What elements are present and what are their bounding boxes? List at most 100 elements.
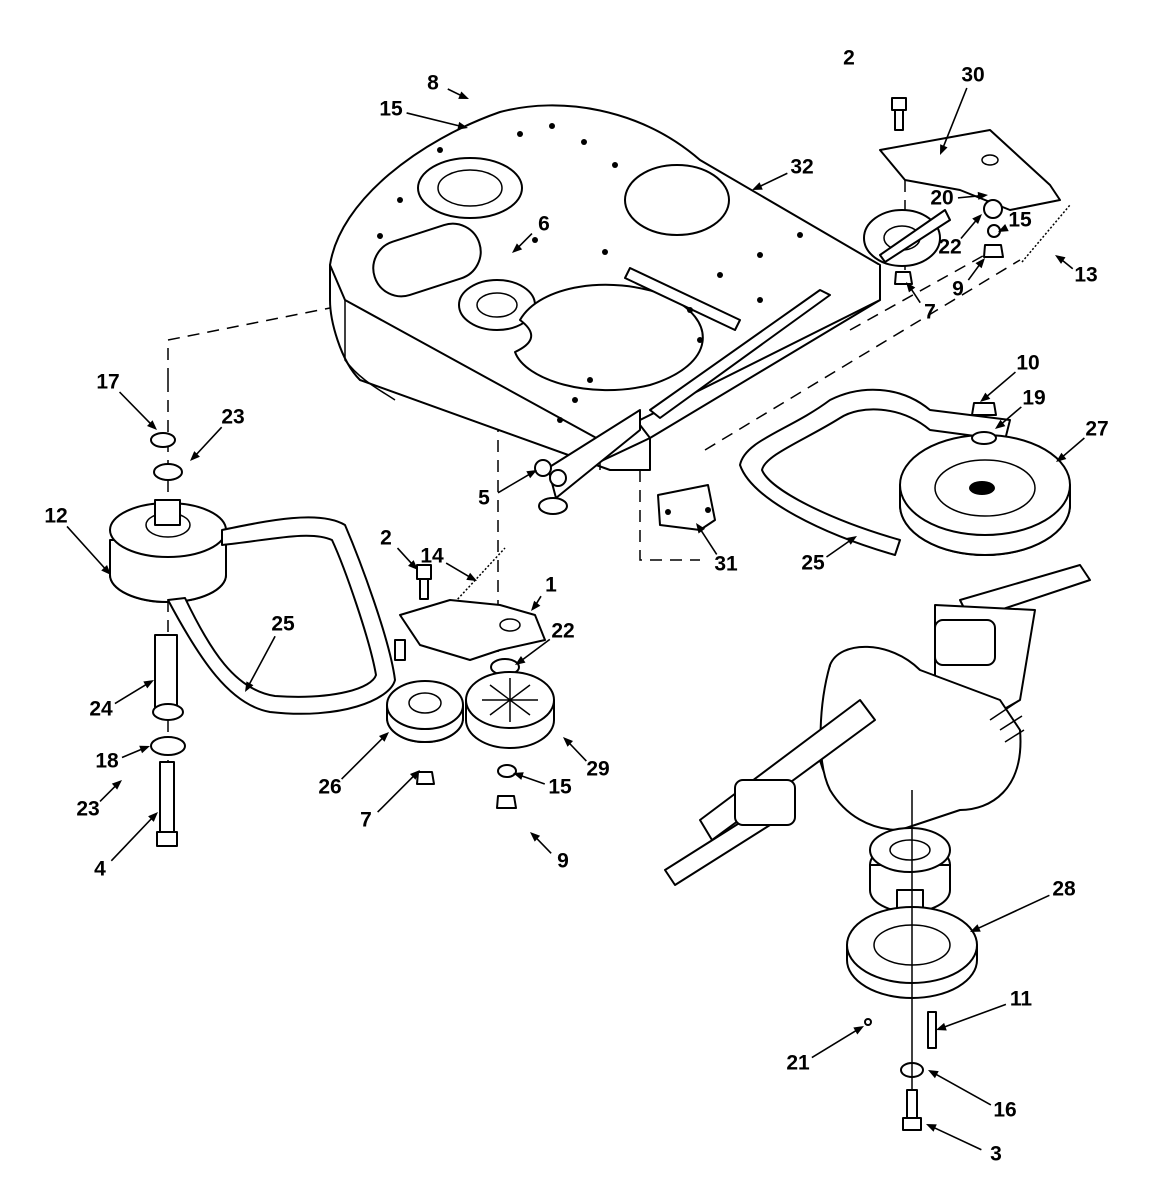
- callout-label: 8: [427, 72, 439, 95]
- leader-line: [931, 1125, 982, 1151]
- callout-label: 28: [1052, 878, 1076, 901]
- callout-label: 1: [545, 574, 557, 597]
- callout-label: 2: [843, 47, 855, 70]
- callout-label: 6: [538, 213, 550, 236]
- leader-line: [957, 194, 983, 199]
- leader-arrowhead: [515, 656, 526, 665]
- leader-line: [519, 638, 551, 663]
- callout-label: 25: [801, 552, 825, 575]
- leader-line: [518, 774, 546, 785]
- leader-arrowhead: [928, 1070, 939, 1079]
- callout-label: 3: [990, 1143, 1002, 1166]
- leader-arrowhead: [457, 121, 468, 130]
- leader-arrowhead: [980, 392, 991, 402]
- callout-label: 24: [89, 698, 113, 721]
- leader-line: [984, 371, 1016, 399]
- leader-line: [341, 735, 386, 780]
- callout-label: 7: [360, 809, 372, 832]
- right-pulley-assembly: [739, 388, 1071, 556]
- leader-line: [121, 747, 145, 759]
- callout-label: 32: [790, 156, 813, 179]
- belt-left: [167, 516, 396, 715]
- leader-arrowhead: [409, 770, 420, 780]
- leader-arrowhead: [458, 91, 469, 99]
- callout-label: 22: [938, 236, 961, 259]
- leader-arrowhead: [111, 780, 122, 790]
- bracket-31: [657, 484, 716, 531]
- callout-label: 30: [961, 64, 984, 87]
- callout-label: 25: [271, 613, 295, 636]
- callout-label: 21: [786, 1052, 810, 1075]
- callout-label: 23: [76, 798, 99, 821]
- leader-line: [114, 682, 150, 705]
- leader-arrowhead: [853, 1026, 864, 1035]
- leader-arrowhead: [975, 258, 985, 269]
- leader-line: [975, 894, 1050, 931]
- leader-line: [999, 406, 1022, 426]
- leader-arrowhead: [530, 832, 541, 842]
- idler-bracket-assembly: [863, 97, 1071, 285]
- callout-label: 9: [557, 850, 569, 873]
- bottom-pulley-stack: [846, 790, 978, 1131]
- leader-line: [497, 472, 533, 494]
- leader-line: [941, 87, 968, 150]
- callout-label: 12: [44, 505, 67, 528]
- leader-line: [757, 172, 788, 189]
- leader-arrowhead: [245, 681, 254, 692]
- leader-arrowhead: [147, 420, 157, 430]
- leader-line: [193, 426, 223, 458]
- leader-arrowhead: [936, 1022, 947, 1031]
- leader-arrowhead: [977, 191, 988, 200]
- leader-arrowhead: [190, 451, 200, 461]
- leader-arrowhead: [408, 560, 418, 570]
- leader-line: [99, 783, 119, 802]
- callout-label: 19: [1022, 387, 1045, 410]
- leader-line: [406, 112, 463, 128]
- leader-arrowhead: [526, 470, 537, 479]
- leader-arrowhead: [513, 772, 524, 780]
- leader-line: [445, 562, 473, 579]
- callout-label: 16: [993, 1099, 1016, 1122]
- leader-arrowhead: [139, 745, 150, 754]
- leader-arrowhead: [143, 680, 154, 689]
- left-pulley-stack: [109, 432, 227, 847]
- leader-line: [1060, 437, 1085, 459]
- callout-label: 7: [924, 301, 936, 324]
- leader-line: [932, 1072, 992, 1106]
- leader-arrowhead: [846, 536, 857, 545]
- callout-label: 9: [952, 278, 964, 301]
- deck-plate: [329, 104, 881, 515]
- callout-label: 31: [714, 553, 738, 576]
- callout-label: 27: [1085, 418, 1108, 441]
- leader-arrowhead: [970, 924, 981, 932]
- leader-line: [811, 1028, 860, 1059]
- leader-line: [66, 525, 108, 572]
- callout-label: 26: [318, 776, 341, 799]
- transaxle: [664, 564, 1091, 886]
- callout-label: 15: [1008, 209, 1032, 232]
- callout-label: 14: [420, 545, 444, 568]
- leader-arrowhead: [378, 732, 389, 742]
- leader-arrowhead: [1055, 255, 1066, 264]
- callout-label: 5: [478, 487, 490, 510]
- callout-label: 17: [96, 371, 119, 394]
- callout-label: 10: [1016, 352, 1039, 375]
- leader-line: [941, 1003, 1007, 1029]
- leader-arrowhead: [148, 812, 158, 822]
- leader-line: [396, 547, 415, 567]
- leader-line: [698, 527, 718, 555]
- leader-line: [960, 217, 979, 240]
- callout-label: 20: [930, 187, 953, 210]
- callout-label: 22: [551, 620, 574, 643]
- leader-arrowhead: [998, 223, 1009, 232]
- callout-label: 11: [1010, 988, 1033, 1011]
- callout-label: 2: [380, 527, 392, 550]
- leader-arrowhead: [926, 1124, 937, 1132]
- callout-label: 4: [94, 858, 106, 881]
- leader-arrowhead: [696, 523, 706, 534]
- callout-label: 29: [586, 758, 609, 781]
- leader-line: [247, 635, 276, 688]
- leader-line: [118, 391, 154, 427]
